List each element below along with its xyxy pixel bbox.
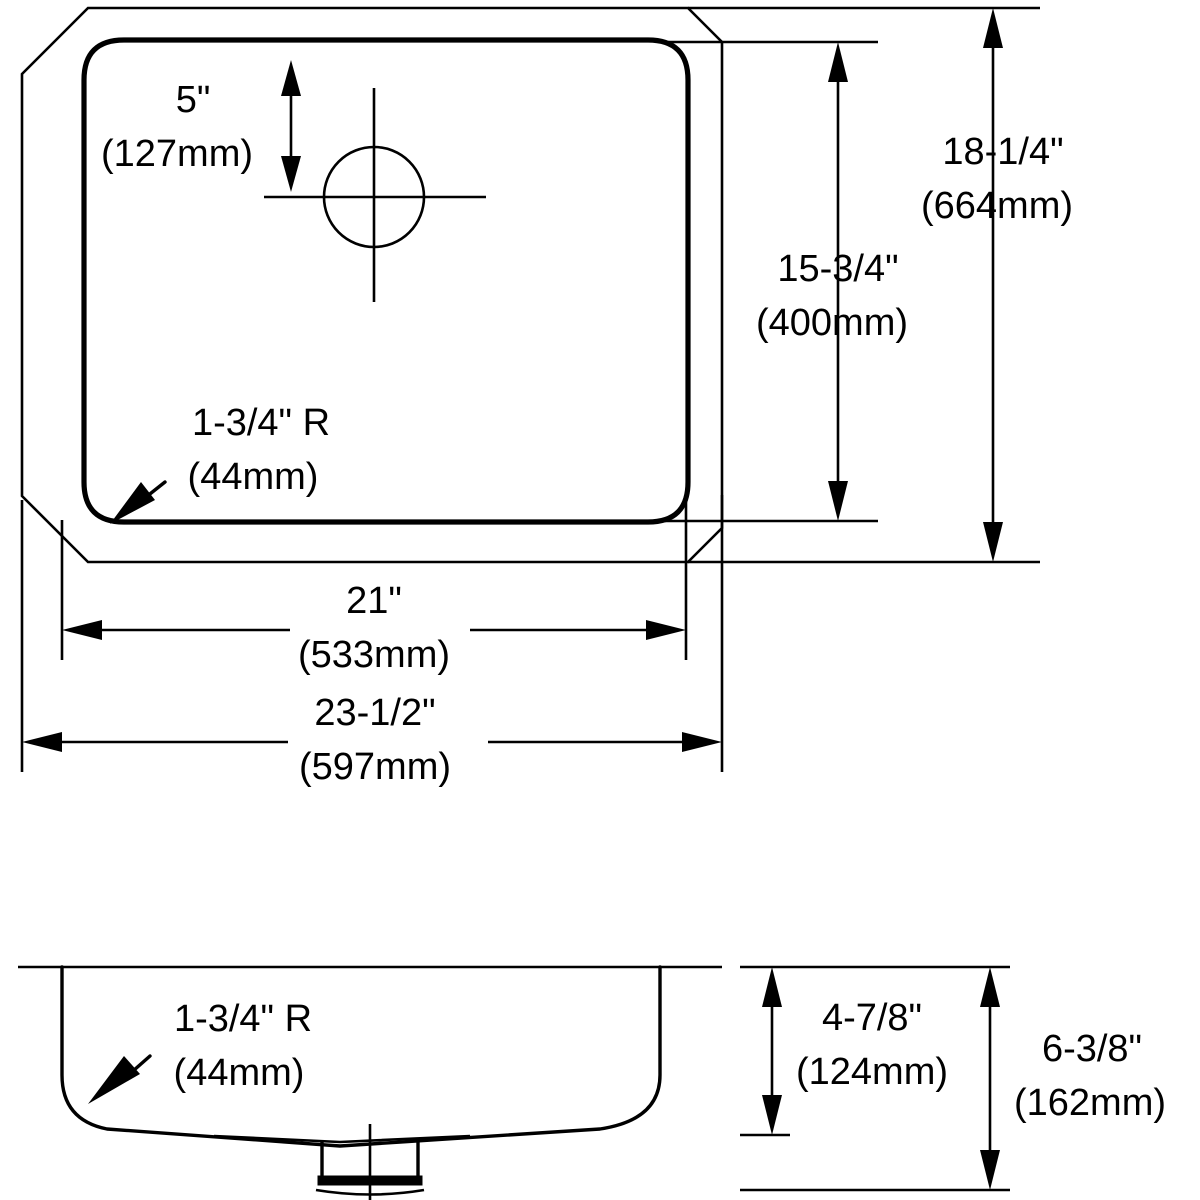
dim-597mm-metric: (597mm)	[299, 746, 451, 788]
dimension-21in-533mm: 21" (533mm)	[62, 580, 686, 676]
dim-664mm-metric: (664mm)	[921, 185, 1073, 227]
dimension-6-3-8in-162mm: 6-3/8" (162mm)	[980, 967, 1166, 1190]
dim-radius-section-imperial: 1-3/4" R	[174, 998, 312, 1040]
dimension-5in-127mm: 5" (127mm)	[101, 60, 301, 192]
section-bowl-profile	[60, 965, 662, 1148]
dim-21in-imperial: 21"	[346, 580, 402, 622]
dim-6-3-8in-imperial: 6-3/8"	[1042, 1028, 1142, 1070]
dimension-4-7-8in-124mm: 4-7/8" (124mm)	[762, 967, 948, 1135]
dim-radius-top-metric: (44mm)	[188, 456, 319, 498]
top-view-outer-rim	[20, 6, 724, 564]
top-view-bowl-outline	[81, 37, 691, 525]
section-extension-lines	[740, 965, 1010, 1192]
dim-18-1-4in-imperial: 18-1/4"	[942, 131, 1063, 173]
hole-centerline-cross	[264, 88, 486, 302]
dimension-18-1-4in-664mm: 18-1/4" (664mm)	[921, 8, 1073, 562]
dim-400mm-metric: (400mm)	[756, 302, 908, 344]
dim-radius-section-metric: (44mm)	[174, 1052, 305, 1094]
extension-lines-bowl-height	[658, 40, 878, 523]
dim-radius-top-imperial: 1-3/4" R	[192, 402, 330, 444]
dim-23-1-2in-imperial: 23-1/2"	[314, 692, 435, 734]
dim-127mm-metric: (127mm)	[101, 133, 253, 175]
dim-162mm-metric: (162mm)	[1014, 1082, 1166, 1124]
dim-533mm-metric: (533mm)	[298, 634, 450, 676]
extension-lines-overall-height	[688, 6, 1040, 564]
dim-5in-imperial: 5"	[176, 79, 211, 121]
dim-15-3-4in-imperial: 15-3/4"	[777, 248, 898, 290]
leader-corner-radius-section-view: 1-3/4" R (44mm)	[88, 998, 312, 1104]
leader-corner-radius-top-view: 1-3/4" R (44mm)	[110, 402, 330, 524]
dimension-23-1-2in-597mm: 23-1/2" (597mm)	[22, 692, 722, 788]
extension-lines-widths	[20, 495, 724, 772]
dim-4-7-8in-imperial: 4-7/8"	[822, 997, 922, 1039]
dimension-15-3-4in-400mm: 15-3/4" (400mm)	[756, 42, 908, 521]
dim-124mm-metric: (124mm)	[796, 1051, 948, 1093]
section-bowl-floor	[213, 1134, 471, 1144]
